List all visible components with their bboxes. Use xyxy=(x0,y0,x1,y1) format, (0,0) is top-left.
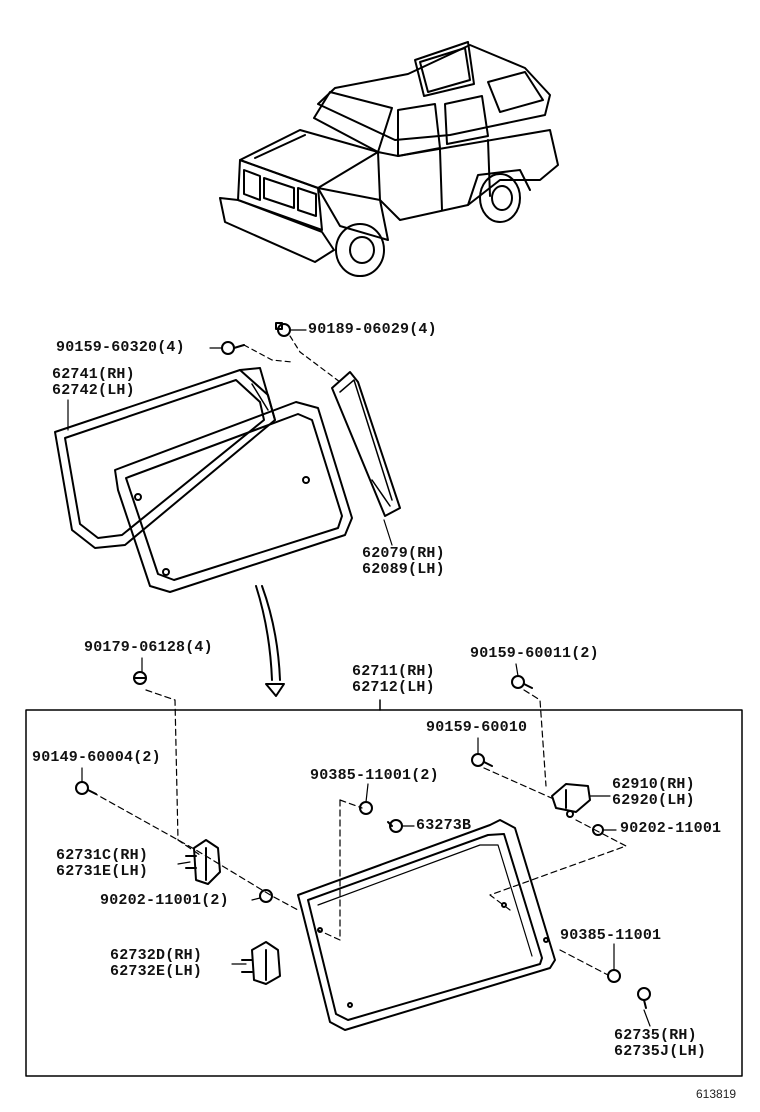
stopper-62735-icon xyxy=(637,987,651,1009)
bolt-90159-60011-icon xyxy=(511,675,533,689)
label-nut-90385-11001-lower: 90385-11001 xyxy=(560,928,661,944)
label-hinge-62732d: 62732D(RH) 62732E(LH) xyxy=(110,948,202,980)
label-stopper-62735: 62735(RH) 62735J(LH) xyxy=(614,1028,706,1060)
part-number: 90189-06029(4) xyxy=(308,321,437,338)
bolt-90159-60320-icon xyxy=(221,341,245,355)
screw-90149-60004-icon xyxy=(75,781,97,795)
part-number-rh: 62910(RH) xyxy=(612,776,695,793)
label-screw-90149-60004: 90149-60004(2) xyxy=(32,750,161,766)
part-number: 63273B xyxy=(416,817,472,834)
clip-90189-06029-icon xyxy=(275,322,291,337)
hinge-62731c-icon xyxy=(185,839,221,885)
assembly-frame xyxy=(25,709,743,1077)
part-number-lh: 62731E(LH) xyxy=(56,863,149,880)
part-number: 90159-60011(2) xyxy=(470,645,599,662)
part-number-rh: 62731C(RH) xyxy=(56,847,149,864)
part-number-lh: 62742(LH) xyxy=(52,382,135,399)
label-trim-62079: 62079(RH) 62089(LH) xyxy=(362,546,445,578)
part-number: 90159-60010 xyxy=(426,719,528,736)
glass-panel xyxy=(114,401,353,593)
label-nut-90202-11001-right: 90202-11001 xyxy=(620,821,721,837)
trim-strip xyxy=(331,371,401,517)
part-number: 90202-11001(2) xyxy=(100,892,229,909)
hinge-62732d-icon xyxy=(241,941,281,985)
guide-lines xyxy=(91,689,627,976)
assembly-arrow xyxy=(255,585,285,697)
latch-62910-icon xyxy=(551,783,591,818)
part-number-rh: 62711(RH) xyxy=(352,663,435,680)
part-number-rh: 62735(RH) xyxy=(614,1027,697,1044)
part-number-lh: 62920(LH) xyxy=(612,792,695,809)
part-number: 90149-60004(2) xyxy=(32,749,161,766)
label-latch-62910: 62910(RH) 62920(LH) xyxy=(612,777,695,809)
screw-90179-06128-icon xyxy=(133,671,147,685)
clip-63273b-icon xyxy=(387,819,403,833)
part-number: 90385-11001 xyxy=(560,927,662,944)
nut-90202-11001-left-icon xyxy=(259,889,273,903)
part-number-lh: 62089(LH) xyxy=(362,561,445,578)
label-clip-63273b: 63273B xyxy=(416,818,471,834)
label-nut-90202-11001-2: 90202-11001(2) xyxy=(100,893,229,909)
label-panel-62711: 62711(RH) 62712(LH) xyxy=(352,664,435,696)
part-number-rh: 62741(RH) xyxy=(52,366,135,383)
part-number-lh: 62735J(LH) xyxy=(614,1043,707,1060)
vehicle-illustration xyxy=(219,41,559,277)
part-number: 90179-06128(4) xyxy=(84,639,213,656)
leader-lines xyxy=(67,329,651,1027)
part-number-rh: 62732D(RH) xyxy=(110,947,203,964)
part-number: 90385-11001(2) xyxy=(310,767,439,784)
label-bolt-90159-60011: 90159-60011(2) xyxy=(470,646,599,662)
glass-seal-outer xyxy=(54,367,276,549)
label-bolt-90159-60010: 90159-60010 xyxy=(426,720,527,736)
nut-90202-11001-icon xyxy=(592,824,604,836)
label-clip-90189-06029: 90189-06029(4) xyxy=(308,322,437,338)
label-glass-62741: 62741(RH) 62742(LH) xyxy=(52,367,135,399)
diagram-id: 613819 xyxy=(696,1087,737,1101)
label-nut-90385-11001-2: 90385-11001(2) xyxy=(310,768,439,784)
part-number: 90159-60320(4) xyxy=(56,339,185,356)
part-number-rh: 62079(RH) xyxy=(362,545,445,562)
label-screw-90179-06128: 90179-06128(4) xyxy=(84,640,213,656)
part-number-lh: 62712(LH) xyxy=(352,679,435,696)
door-panel xyxy=(297,819,556,1031)
bolt-90159-60010-icon xyxy=(471,753,493,767)
part-number-lh: 62732E(LH) xyxy=(110,963,203,980)
label-bolt-90159-60320: 90159-60320(4) xyxy=(56,340,185,356)
part-number: 90202-11001 xyxy=(620,820,722,837)
nut-90385-11001-lower-icon xyxy=(607,969,621,983)
label-hinge-62731c: 62731C(RH) 62731E(LH) xyxy=(56,848,148,880)
